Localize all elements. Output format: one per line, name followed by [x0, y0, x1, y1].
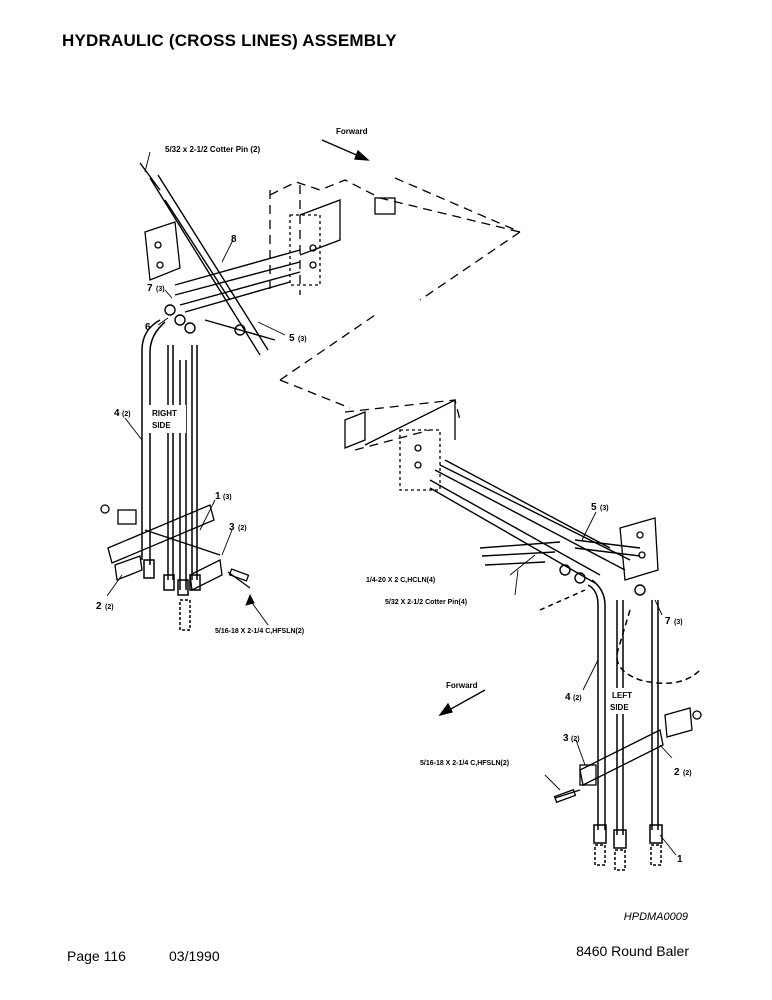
figure-reference: HPDMA0009 — [623, 911, 688, 923]
forward-arrow-lower — [438, 689, 486, 717]
item-l3-qty: (2) — [571, 736, 580, 743]
frame-bracket-top — [289, 197, 396, 286]
frame-bracket-lower — [344, 398, 456, 491]
item-l5: 5 — [591, 502, 597, 513]
item-5-qty: (3) — [298, 336, 307, 343]
tubes-right-side — [141, 319, 201, 631]
item-5: 5 — [289, 333, 295, 344]
callout-cotter-pin-top: 5/32 x 2-1/2 Cotter Pin (2) — [165, 145, 260, 154]
forward-label-lower: Forward — [446, 681, 478, 690]
leaders-left — [509, 511, 677, 856]
forward-label-top: Forward — [336, 127, 368, 136]
right-side-label: RIGHT SIDE — [146, 405, 186, 433]
left-label-line1: LEFT — [612, 691, 632, 700]
leaders-right — [106, 151, 286, 626]
item-2: 2 — [96, 601, 102, 612]
item-l5-qty: (3) — [600, 505, 609, 512]
forward-arrow-top — [321, 139, 370, 161]
mount-plate-right — [144, 221, 181, 281]
item-8: 8 — [231, 234, 237, 245]
item-7-qty: (3) — [156, 286, 165, 293]
frame-outline-lower — [344, 399, 461, 451]
callout-bolt-left-bottom: 5/16-18 X 2-1/4 C,HFSLN(2) — [420, 760, 509, 767]
item-l2-qty: (2) — [683, 770, 692, 777]
page-date: 03/1990 — [169, 948, 220, 964]
left-side-label: LEFT SIDE — [606, 688, 640, 714]
clamp-plates-right — [100, 504, 251, 591]
item-l2: 2 — [674, 767, 680, 778]
left-side-assembly — [344, 398, 702, 871]
item-6: 6 — [145, 322, 151, 333]
cross-lines-left — [429, 459, 646, 596]
callout-bolt-left-hclm: 1/4-20 X 2 C,HCLN(4) — [366, 577, 435, 584]
page-number: Page 116 — [67, 948, 126, 964]
item-1: 1 — [215, 491, 221, 502]
item-l7: 7 — [665, 616, 671, 627]
item-1-qty: (3) — [223, 494, 232, 501]
right-side-assembly — [100, 139, 521, 631]
item-l4-qty: (2) — [573, 695, 582, 702]
mount-plate-left — [619, 517, 659, 581]
model-name: 8460 Round Baler — [576, 943, 689, 959]
item-4-qty: (2) — [122, 411, 131, 418]
item-l4: 4 — [565, 692, 571, 703]
clamp-plates-left — [553, 707, 702, 804]
callout-bolt-right-bottom: 5/16-18 X 2-1/4 C,HFSLN(2) — [215, 628, 304, 635]
cross-lines-right — [139, 162, 301, 356]
item-l7-qty: (3) — [674, 619, 683, 626]
item-2-qty: (2) — [105, 604, 114, 611]
tubes-left-side — [539, 579, 701, 871]
item-4: 4 — [114, 408, 120, 419]
callout-cotter-pin-left: 5/32 X 2-1/2 Cotter Pin(4) — [385, 599, 467, 606]
item-7: 7 — [147, 283, 153, 294]
right-label-line1: RIGHT — [152, 409, 177, 418]
item-3-qty: (2) — [238, 525, 247, 532]
left-label-line2: SIDE — [610, 703, 629, 712]
frame-outline-top — [269, 177, 521, 409]
item-3: 3 — [229, 522, 235, 533]
right-label-line2: SIDE — [152, 421, 171, 430]
page-title: HYDRAULIC (CROSS LINES) ASSEMBLY — [62, 31, 397, 50]
item-l1: 1 — [677, 854, 683, 865]
item-l3: 3 — [563, 733, 569, 744]
